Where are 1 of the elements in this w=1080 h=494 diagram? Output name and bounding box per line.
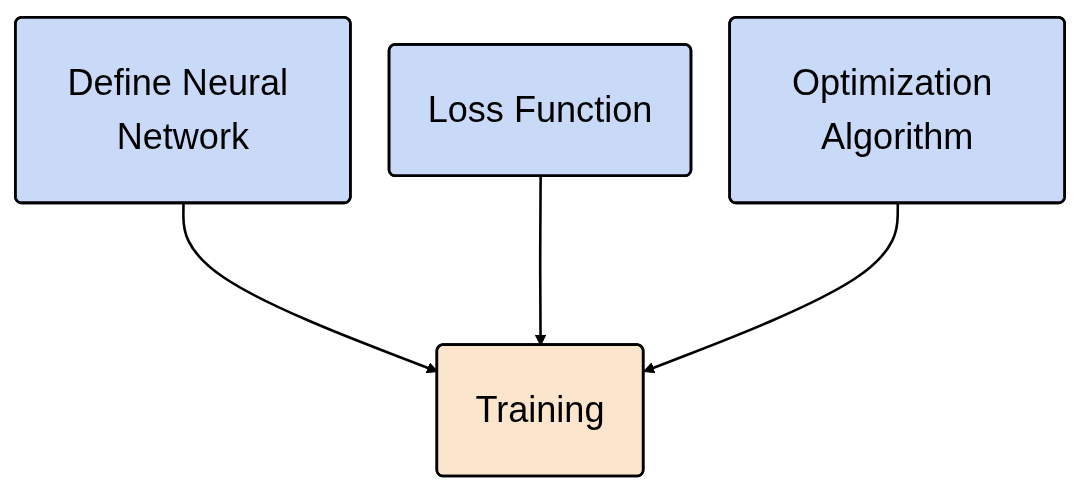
arrow <box>643 203 900 374</box>
